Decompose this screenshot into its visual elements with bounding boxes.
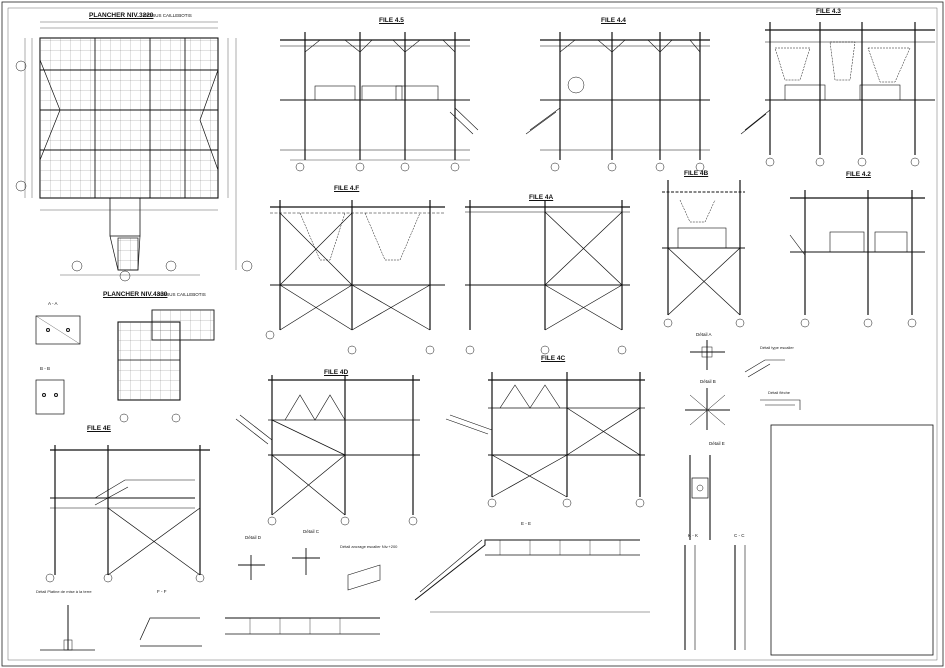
file-4-4-view	[525, 32, 710, 172]
file-4b-view	[662, 180, 745, 328]
file-4f-view	[265, 200, 445, 355]
plan-4330-view	[117, 309, 215, 423]
detail-d-title: Détail D	[245, 535, 262, 540]
file-4a-title: FILE 4A	[529, 194, 554, 201]
detail-a-title: Détail A	[696, 332, 712, 337]
file-4c-view	[445, 372, 645, 508]
file-4d-view	[235, 375, 420, 526]
detail-b-title: Détail B	[700, 379, 716, 384]
section-bb-view	[35, 379, 65, 415]
file-4-3-view	[740, 22, 935, 167]
detail-type-escalier-view	[744, 359, 785, 378]
section-kk-view	[684, 545, 696, 650]
detail-ancrage-title: Détail ancrage escalier Niv.+200	[340, 544, 398, 549]
section-ff-view	[139, 617, 380, 647]
plan-3220-subtitle: DESSUS CAILLEBOTIS	[143, 13, 192, 18]
section-ee-title: E - E	[521, 521, 532, 526]
file-4a-view	[465, 200, 630, 355]
plan-3220-title: PLANCHER NIV.3220	[89, 12, 154, 19]
sheet-inner-border	[7, 7, 938, 661]
file-4b-title: FILE 4B	[684, 170, 709, 177]
section-cc-title: C - C	[734, 533, 745, 538]
file-4-4-title: FILE 4.4	[601, 17, 626, 24]
section-bb-title: B - B	[40, 366, 51, 371]
file-4-2-title: FILE 4.2	[846, 171, 871, 178]
section-ee-view	[414, 539, 650, 613]
file-4d-title: FILE 4D	[324, 369, 349, 376]
section-kk-title: K - K	[688, 533, 699, 538]
file-4c-title: FILE 4C	[541, 355, 566, 362]
detail-fleche-view	[760, 399, 801, 410]
detail-c-title: Détail C	[303, 529, 320, 534]
plan-4330-subtitle: DESSUS CAILLEBOTIS	[157, 292, 206, 297]
file-4-2-view	[789, 190, 925, 328]
detail-ancrage-view	[347, 564, 381, 591]
detail-type-escalier-title: Détail type escalier	[760, 345, 794, 350]
title-block	[770, 424, 934, 656]
detail-c-view	[292, 548, 320, 575]
plan-3220-view	[15, 21, 253, 282]
section-aa-view	[35, 315, 81, 345]
file-4-5-title: FILE 4.5	[379, 17, 404, 24]
file-4-5-view	[280, 32, 479, 172]
detail-e-title: Détail E	[709, 441, 725, 446]
detail-platine-view	[40, 605, 95, 651]
detail-a-view	[690, 340, 725, 370]
section-aa-title: A - A	[48, 301, 58, 306]
section-ff-title: F - F	[157, 589, 167, 594]
detail-platine-title: Détail Platine de mise à la terre	[36, 589, 92, 594]
plan-4330-title: PLANCHER NIV.4330	[103, 291, 168, 298]
section-cc-view	[734, 545, 746, 650]
detail-b-view	[685, 388, 730, 430]
detail-d-view	[238, 555, 265, 580]
file-4e-view	[45, 445, 210, 583]
file-4-3-title: FILE 4.3	[816, 8, 841, 15]
file-4e-title: FILE 4E	[87, 425, 111, 432]
file-4f-title: FILE 4.F	[334, 185, 360, 192]
detail-fleche-title: Détail flèche	[768, 390, 791, 395]
detail-e-view	[689, 455, 711, 540]
